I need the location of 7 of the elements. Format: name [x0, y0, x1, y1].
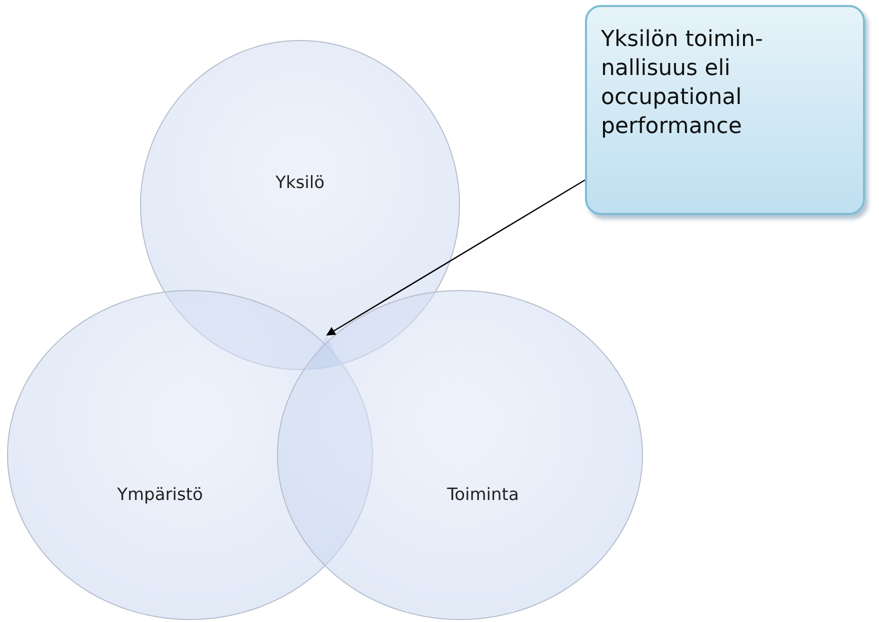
leader-arrow: [326, 179, 586, 336]
callout-text: Yksilön toimin-nallisuus eli occupational performance: [601, 26, 764, 141]
circle-label: Toiminta: [447, 485, 519, 505]
callout-box: [585, 5, 865, 215]
overlap-region: [306, 335, 340, 370]
circle-label: Ympäristö: [117, 485, 203, 505]
circle-label: Yksilö: [276, 173, 324, 193]
